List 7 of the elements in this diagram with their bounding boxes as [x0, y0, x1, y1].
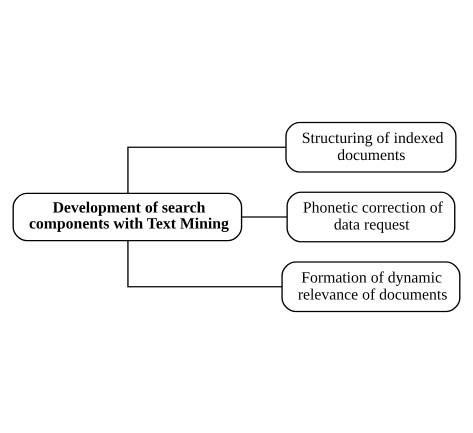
node-box: Phonetic correction of data request	[286, 191, 456, 242]
node-box: Development of search components with Text Mining	[12, 192, 242, 241]
connector	[127, 240, 282, 287]
node-box: Structuring of indexed documents	[285, 121, 457, 172]
connector	[242, 216, 287, 218]
connector	[127, 146, 286, 192]
node-box: Formation of dynamic relevance of documents	[281, 260, 460, 312]
